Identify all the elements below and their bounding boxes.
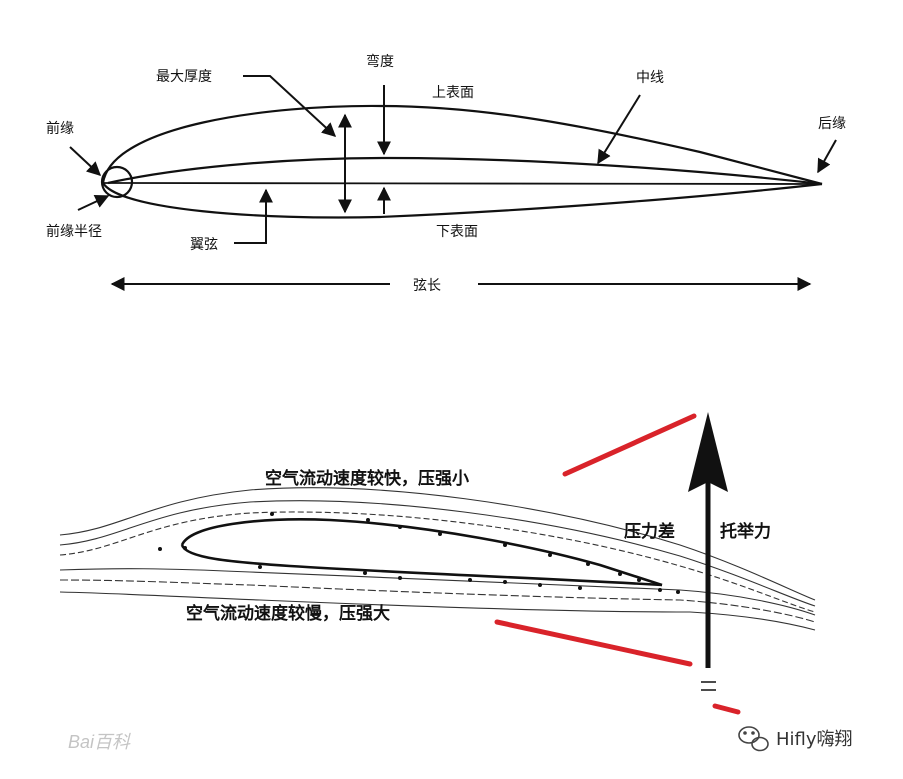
max-thickness-pointer bbox=[243, 75, 337, 137]
lower-airfoil-upper-surface bbox=[180, 518, 663, 587]
leading-edge-radius-label: 前缘半径 bbox=[46, 223, 102, 240]
lift-arrow bbox=[688, 412, 728, 691]
wechat-icon bbox=[738, 726, 769, 752]
chord-line bbox=[102, 182, 823, 185]
chord-line-label: 翼弦 bbox=[190, 237, 218, 253]
streamline-below-2 bbox=[59, 579, 816, 623]
brand-watermark-text: Hifly嗨翔 bbox=[776, 729, 853, 750]
pressure-difference-label: 压力差 bbox=[624, 521, 675, 542]
leading-edge-radius-pointer bbox=[77, 194, 110, 211]
upper-surface-label: 上表面 bbox=[432, 85, 474, 101]
streamline-below-1 bbox=[59, 568, 816, 616]
streamline-above-2 bbox=[59, 500, 816, 607]
streamline-below-3 bbox=[59, 591, 816, 631]
upper-flow-label: 空气流动速度较快，压强小 bbox=[265, 468, 469, 489]
mean-line-curve bbox=[107, 156, 823, 186]
trailing-edge-label: 后缘 bbox=[818, 116, 846, 132]
baidu-watermark-text: Bai百科 bbox=[68, 732, 131, 752]
leading-edge-pointer bbox=[69, 146, 102, 176]
leading-edge-label: 前缘 bbox=[46, 120, 74, 137]
mean-line-pointer bbox=[597, 94, 641, 165]
airfoil-geometry bbox=[100, 104, 823, 219]
leading-edge-circle bbox=[100, 165, 134, 199]
baidu-watermark: Bai百科 bbox=[68, 732, 131, 752]
lower-airfoil-lower-surface bbox=[180, 544, 663, 587]
red-line-lower bbox=[494, 619, 693, 667]
chord-length-label: 弦长 bbox=[413, 278, 441, 294]
max-thickness-label: 最大厚度 bbox=[156, 69, 212, 85]
brand-watermark: Hifly嗨翔 bbox=[738, 726, 853, 752]
lower-flow-label: 空气流动速度较慢，压强大 bbox=[186, 603, 390, 624]
streamline-above-1 bbox=[59, 487, 816, 601]
dimension-arrows bbox=[69, 75, 837, 291]
lower-surface-curve bbox=[102, 182, 823, 219]
lift-label: 托举力 bbox=[720, 521, 771, 542]
streamline-above-3 bbox=[59, 511, 816, 613]
chord-line-pointer bbox=[234, 188, 273, 244]
red-annotation-lines bbox=[494, 413, 741, 715]
lower-surface-label: 下表面 bbox=[436, 224, 478, 240]
streamlines bbox=[59, 487, 816, 631]
flow-dots bbox=[158, 512, 680, 594]
upper-surface-curve bbox=[101, 104, 823, 186]
camber-label: 弯度 bbox=[366, 53, 394, 70]
lift-arrowhead bbox=[688, 412, 728, 492]
lower-airfoil bbox=[180, 518, 663, 587]
mean-line-label: 中线 bbox=[636, 70, 664, 86]
red-line-tail bbox=[712, 703, 741, 715]
trailing-edge-pointer bbox=[817, 139, 837, 174]
red-line-upper bbox=[562, 413, 697, 477]
